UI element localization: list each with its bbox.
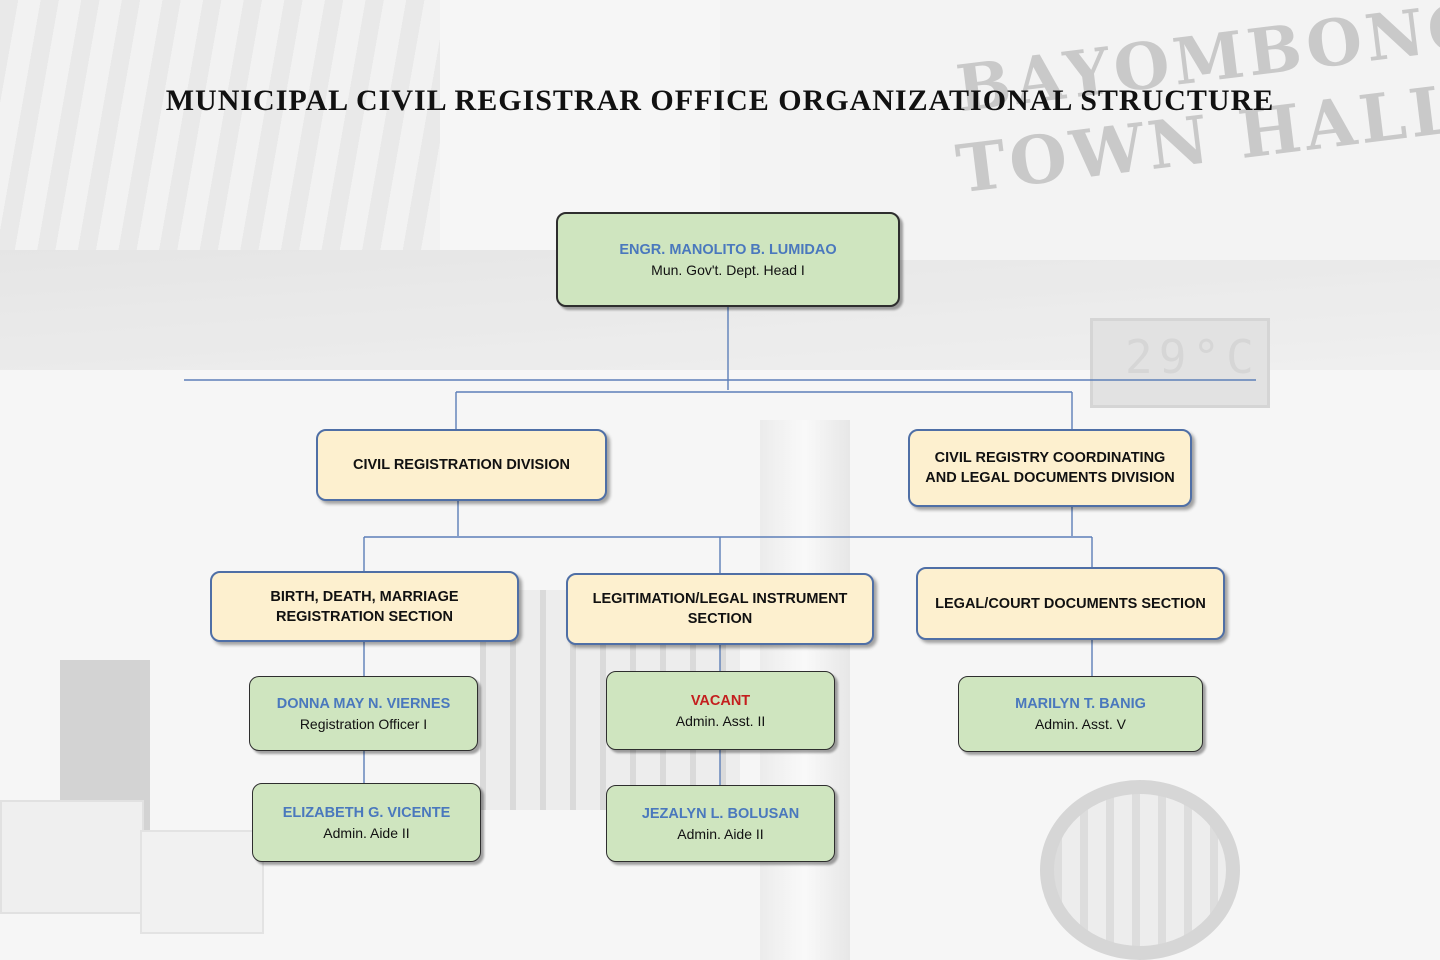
bg-clock-reading: 29°C [1125,330,1260,384]
section-legal-court-documents: LEGAL/COURT DOCUMENTS SECTION [916,567,1225,640]
staff-box: ELIZABETH G. VICENTE Admin. Aide II [252,783,481,862]
section-label: LEGITIMATION/LEGAL INSTRUMENT SECTION [592,591,848,627]
section-label: BIRTH, DEATH, MARRIAGE REGISTRATION SECT… [270,588,459,625]
staff-box: MARILYN T. BANIG Admin. Asst. V [958,676,1203,752]
head-name: ENGR. MANOLITO B. LUMIDAO [619,241,837,258]
section-label: LEGAL/COURT DOCUMENTS SECTION [935,595,1206,612]
staff-position: Admin. Asst. V [1034,716,1127,732]
bg-roof-truss [0,0,440,250]
staff-name: JEZALYN L. BOLUSAN [641,805,800,822]
bg-clock-display [1090,318,1270,408]
staff-box-vacant: VACANT Admin. Asst. II [606,671,835,750]
staff-box: JEZALYN L. BOLUSAN Admin. Aide II [606,785,835,862]
division-label: CIVIL REGISTRATION DIVISION [353,457,570,473]
division-civil-registry-coordinating: CIVIL REGISTRY COORDINATING AND LEGAL DO… [908,429,1192,507]
staff-box: DONNA MAY N. VIERNES Registration Office… [249,676,478,751]
staff-name: MARILYN T. BANIG [1015,696,1146,712]
chart-title: MUNICIPAL CIVIL REGISTRAR OFFICE ORGANIZ… [165,84,1275,117]
division-civil-registration: CIVIL REGISTRATION DIVISION [316,429,607,501]
staff-name-vacant: VACANT [690,692,751,709]
section-legitimation: LEGITIMATION/LEGAL INSTRUMENT SECTION [566,573,874,645]
division-label: CIVIL REGISTRY COORDINATING AND LEGAL DO… [925,450,1175,486]
bg-aircon-2 [140,830,264,934]
staff-position: Admin. Aide II [323,824,410,841]
staff-position: Admin. Aide II [677,825,764,842]
head-position: Mun. Gov't. Dept. Head I [651,261,805,278]
staff-position: Registration Officer I [299,715,428,732]
staff-name: DONNA MAY N. VIERNES [276,695,451,712]
section-birth-death-marriage: BIRTH, DEATH, MARRIAGE REGISTRATION SECT… [210,571,519,642]
staff-name: ELIZABETH G. VICENTE [282,804,451,821]
head-box: ENGR. MANOLITO B. LUMIDAO Mun. Gov't. De… [556,212,900,307]
staff-position: Admin. Asst. II [675,712,766,729]
